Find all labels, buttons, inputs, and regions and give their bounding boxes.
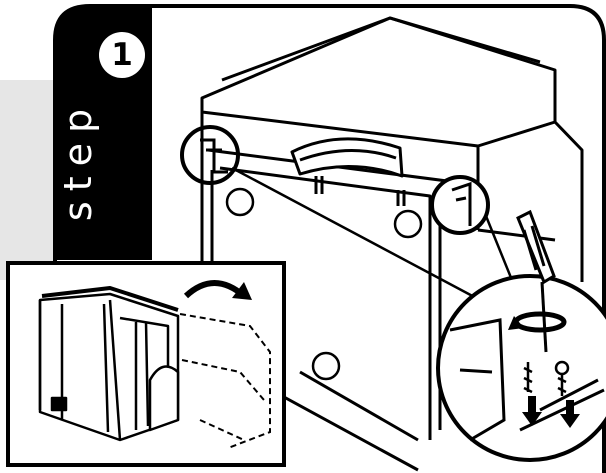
step-number: 1 <box>111 36 133 73</box>
left-bracket-callout <box>180 125 240 185</box>
left-bracket <box>200 138 228 174</box>
step-label: step <box>56 98 100 222</box>
down-arrow-icon <box>560 400 580 428</box>
step-number-circle <box>99 32 145 78</box>
lower-foot-hole <box>311 351 341 381</box>
left-foot-hole <box>225 187 255 217</box>
down-arrow-icon <box>522 396 542 426</box>
right-bracket-callout <box>430 175 490 235</box>
screwdriver-icon <box>516 209 556 353</box>
inset-dishwasher <box>38 286 180 442</box>
rotate-arrow-icon <box>183 280 252 300</box>
center-foot-hole <box>393 209 423 239</box>
zoom-detail <box>436 274 606 462</box>
inset-dashed-outline <box>179 313 271 449</box>
rotation-arrow-icon <box>508 311 567 333</box>
right-bracket <box>451 181 472 226</box>
